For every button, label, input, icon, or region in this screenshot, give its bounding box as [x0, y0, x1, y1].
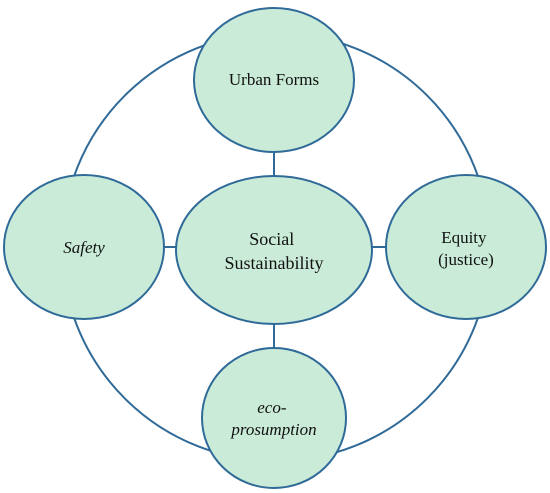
node-left-label-line-1: Safety — [63, 238, 105, 257]
svg-text:Equity (justice): Equity (justice) — [438, 228, 494, 269]
node-bottom-label-line-2: prosumption — [230, 420, 316, 439]
svg-text:Social Sustainability: Social Sustainability — [225, 229, 324, 273]
node-top-shape — [193, 7, 355, 153]
node-right-shape — [385, 174, 547, 320]
node-center-shape — [175, 175, 373, 325]
node-center: Social Sustainability — [175, 175, 373, 325]
node-bottom-shape — [201, 347, 347, 489]
node-right-label-line-2: (justice) — [438, 250, 494, 269]
node-center-label-line-2: Sustainability — [225, 253, 324, 273]
node-bottom: eco- prosumption — [201, 347, 347, 489]
node-top-label-line-1: Urban Forms — [229, 70, 319, 89]
node-center-label-line-1: Social — [249, 229, 294, 249]
node-right-label-line-1: Equity — [441, 228, 487, 247]
node-bottom-label-line-1: eco- — [257, 398, 287, 417]
svg-text:Urban Forms: Urban Forms — [229, 70, 319, 89]
node-right: Equity (justice) — [385, 174, 547, 320]
node-left: Safety — [3, 174, 165, 320]
node-top: Urban Forms — [193, 7, 355, 153]
svg-text:eco- prosumption: eco- prosumption — [230, 398, 316, 439]
svg-text:Safety: Safety — [63, 238, 105, 257]
node-left-shape — [3, 174, 165, 320]
